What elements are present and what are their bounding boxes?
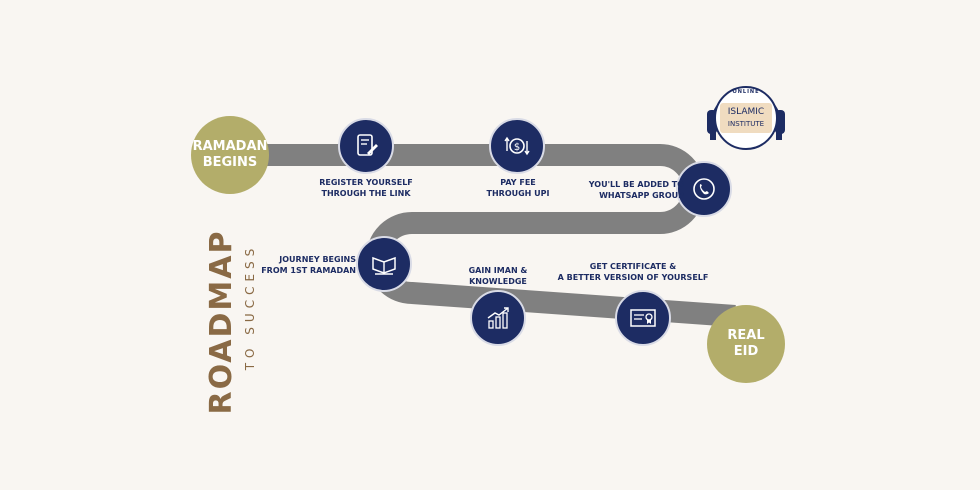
logo-line2: INSTITUTE [727, 120, 765, 128]
svg-text:$: $ [514, 142, 520, 153]
step-register-circle [338, 118, 394, 174]
step-whatsapp-label: YOU'LL BE ADDED TO WHATSAPP GROUP [588, 180, 684, 200]
step-whatsapp-circle [676, 161, 732, 217]
step-gain-label: GAIN IMAN & KNOWLEDGE [468, 266, 528, 286]
step-register-label: REGISTER YOURSELF THROUGH THE LINK [319, 178, 413, 198]
step-journey-circle [356, 236, 412, 292]
logo-top-text: ONLINE [732, 89, 760, 95]
step-journey-label: JOURNEY BEGINS FROM 1ST RAMADAN [261, 255, 356, 275]
headphone-right-cup [775, 110, 785, 134]
step-pay-circle: $ [489, 118, 545, 174]
logo-band [720, 103, 772, 133]
step-certificate-circle [615, 290, 671, 346]
step-pay-label: PAY FEE THROUGH UPI [486, 178, 550, 198]
step-gain-circle [470, 290, 526, 346]
online-islamic-institute-logo: ONLINE ISLAMIC INSTITUTE [706, 82, 786, 154]
whatsapp-phone-icon [693, 178, 715, 200]
logo-line1: ISLAMIC [727, 107, 765, 117]
start-ramadan-begins: RAMADAN BEGINS [191, 116, 269, 194]
quran-book-icon [372, 256, 396, 275]
growth-chart-icon [487, 307, 509, 329]
roadmap-title: ROADMAP [204, 229, 239, 415]
roadmap-subtitle: TO SUCCESS [243, 243, 257, 371]
rupee-payment-icon: $ [504, 136, 530, 156]
headphone-left-cup [707, 110, 717, 134]
end-real-eid: REAL EID [707, 305, 785, 383]
register-form-icon [357, 134, 378, 156]
certificate-icon [630, 309, 656, 327]
step-certificate-label: GET CERTIFICATE & A BETTER VERSION OF YO… [557, 262, 709, 282]
